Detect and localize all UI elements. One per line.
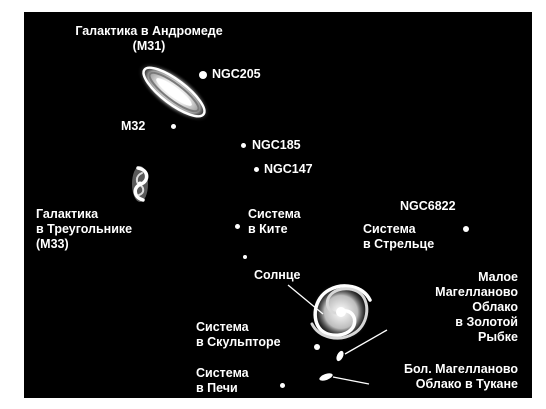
ngc147-label: NGC147	[264, 162, 313, 176]
galaxy-artwork	[132, 61, 388, 385]
milky-way-spiral-icon	[310, 282, 372, 342]
m32-label: M32	[121, 119, 146, 133]
cetus-dot-2	[243, 255, 247, 259]
magellanic-cloud-icon	[319, 373, 333, 381]
sagittarius-label: Система в Стрельце	[363, 222, 435, 251]
fornax-label: Система в Печи	[196, 366, 249, 395]
lmc-leader-line	[332, 376, 370, 385]
ngc205-label: NGC205	[212, 67, 261, 81]
ngc185-dot	[241, 143, 246, 148]
sun-label: Солнце	[254, 268, 301, 282]
local-group-diagram: Галактика в Андромеде (M31) NGC205 M32 N…	[24, 12, 532, 398]
cetus-label: Система в Ките	[248, 207, 301, 236]
ngc205-dot	[199, 71, 207, 79]
sculptor-dot	[314, 344, 320, 350]
cetus-dot	[235, 224, 240, 229]
andromeda-galaxy-icon	[137, 61, 211, 123]
ngc185-label: NGC185	[252, 138, 301, 152]
smc-leader-line	[344, 329, 388, 355]
magellanic-cloud-icon	[336, 350, 344, 362]
andromeda-label: Галактика в Андромеде (M31)	[75, 24, 223, 53]
fornax-dot	[280, 383, 285, 388]
sculptor-label: Система в Скульпторе	[196, 320, 281, 349]
ngc6822-label: NGC6822	[400, 199, 456, 213]
lmc-label: Бол. Магелланово Облако в Тукане	[403, 362, 518, 391]
ngc6822-dot	[463, 226, 469, 232]
ngc147-dot	[254, 167, 259, 172]
sun-leader-line	[287, 284, 324, 315]
triangulum-label: Галактика в Треугольнике (M33)	[36, 207, 133, 251]
triangulum-galaxy-icon	[132, 166, 149, 202]
smc-label: Малое Магелланово Облако в Золотой Рыбке	[435, 270, 518, 344]
m32-dot	[171, 124, 176, 129]
